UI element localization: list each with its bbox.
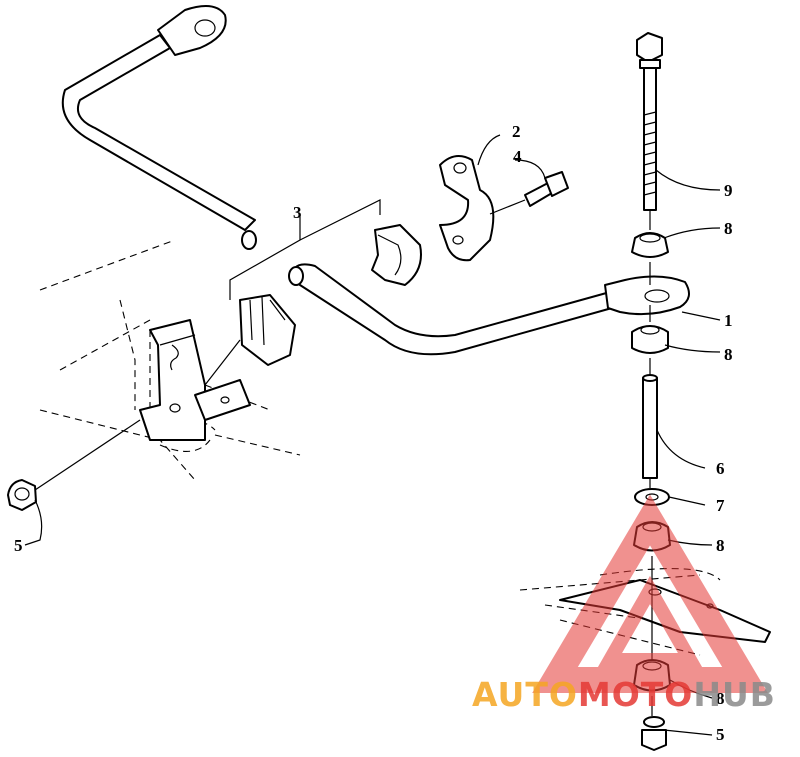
svg-text:AUTOMOTOHUB: AUTOMOTOHUB [472,675,776,714]
callout-2: 2 [512,122,521,141]
callout-leaders [24,134,721,736]
grommet-8-second [631,325,669,354]
watermark-inner-triangle-icon [597,575,703,667]
callout-8-d: 8 [716,689,725,708]
callout-9: 9 [724,181,733,200]
callout-7: 7 [716,496,725,515]
nut-5-left [7,419,141,511]
callout-1: 1 [724,311,733,330]
callout-8-a: 8 [724,219,733,238]
watermark-auto: AUTO [472,675,578,714]
callout-5-left: 5 [14,536,23,555]
bushing-guide-line [204,339,241,386]
stabilizer-bar-left-end [61,5,257,250]
bushing-3-rear [371,224,422,286]
watermark-text: AUTOMOTOHUB [472,675,776,714]
callout-8-b: 8 [724,345,733,364]
watermark-moto: MOTO [578,675,693,714]
bolt-4 [489,171,569,215]
nut-5-bottom [641,716,667,751]
callout-labels: 1 2 3 4 5 5 6 7 8 8 8 8 9 [14,122,733,744]
clamp-2 [439,155,495,262]
long-bolt-9 [636,32,663,211]
watermark-hub: HUB [693,675,776,714]
grommet-8-top [631,232,669,258]
watermark-logo [532,494,768,693]
callout-4: 4 [513,147,522,166]
callout-3: 3 [293,203,302,222]
frame-mount-bracket [139,319,251,441]
callout-6: 6 [716,459,725,478]
watermark-triangle-icon [532,494,768,693]
bushing-3-front [239,294,296,366]
callout-5-bottom: 5 [716,725,725,744]
callout-8-c: 8 [716,536,725,555]
spacer-6 [642,374,658,479]
stabilizer-bar-1 [288,263,690,356]
